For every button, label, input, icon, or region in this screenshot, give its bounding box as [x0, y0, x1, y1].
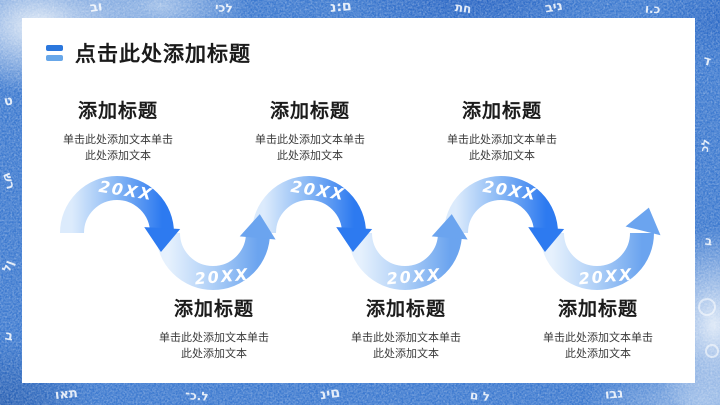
texture-glyph: נבו [604, 386, 624, 403]
texture-glyph: ט [2, 93, 15, 110]
stamp-ring-decoration [705, 344, 719, 358]
texture-glyph: לכי [214, 0, 234, 16]
timeline-arc-6[interactable] [540, 203, 666, 290]
item-body[interactable]: 单击此处添加文本单击 此处添加文本 [447, 133, 557, 162]
texture-glyph: ב [3, 328, 15, 345]
texture-glyph: ל ם [469, 388, 491, 404]
item-heading[interactable]: 添加标题 [269, 100, 350, 122]
slide-canvas: 点击此处添加标题 添加标题 单击此处添加文本单击 此处添加文本 添加标题 单击此… [22, 18, 695, 383]
bullet-bar-bottom [46, 55, 63, 61]
item-heading[interactable]: 添加标题 [77, 100, 158, 122]
timeline-item-6-text[interactable]: 添加标题 单击此处添加文本单击 此处添加文本 [508, 294, 688, 362]
timeline-item-5-text[interactable]: 添加标题 单击此处添加文本单击 此处添加文本 [412, 96, 592, 164]
item-heading[interactable]: 添加标题 [365, 298, 446, 320]
timeline-item-2-text[interactable]: 添加标题 单击此处添加文本单击 此处添加文本 [124, 294, 304, 362]
item-body[interactable]: 单击此处添加文本单击 此处添加文本 [255, 133, 365, 162]
year-label[interactable]: 20XX [386, 265, 442, 289]
texture-glyph: ןל [0, 258, 17, 274]
year-label[interactable]: 20XX [578, 265, 634, 289]
two-bars-bullet-icon [46, 45, 63, 61]
timeline-arc-4[interactable] [348, 213, 470, 290]
texture-glyph: כ.ו [644, 1, 661, 17]
slide-title-placeholder[interactable]: 点击此处添加标题 [75, 42, 251, 66]
item-body[interactable]: 单击此处添加文本单击 此处添加文本 [159, 331, 269, 360]
texture-glyph: תאו [54, 385, 79, 404]
bullet-bar-top [46, 45, 63, 51]
texture-glyph: וב [89, 0, 104, 16]
item-heading[interactable]: 添加标题 [461, 100, 542, 122]
timeline-arc-5[interactable] [444, 176, 565, 253]
texture-glyph: םינ [318, 384, 342, 404]
timeline-arc-1[interactable] [60, 176, 181, 253]
texture-glyph: ד [701, 53, 713, 70]
texture-glyph: ם:נ [329, 0, 353, 16]
item-body[interactable]: 单击此处添加文本单击 此处添加文本 [543, 331, 653, 360]
year-label[interactable]: 20XX [194, 265, 250, 289]
timeline-item-4-text[interactable]: 添加标题 单击此处添加文本单击 此处添加文本 [316, 294, 496, 362]
texture-glyph: ל.כ־ [184, 388, 210, 404]
stamp-ring-decoration [698, 298, 716, 316]
timeline-item-3-text[interactable]: 添加标题 单击此处添加文本单击 此处添加文本 [220, 96, 400, 164]
timeline-wave-graphic: 20XX 20XX 20XX 20XX 20XX 20XX [60, 176, 666, 290]
timeline-arc-3[interactable] [252, 176, 373, 253]
item-body[interactable]: 单击此处添加文本单击 此处添加文本 [351, 331, 461, 360]
item-heading[interactable]: 添加标题 [173, 298, 254, 320]
texture-glyph: ב [704, 233, 714, 249]
timeline-arc-2[interactable] [156, 213, 278, 290]
texture-glyph: חת [454, 0, 473, 17]
item-heading[interactable]: 添加标题 [557, 298, 638, 320]
slide-title-row: 点击此处添加标题 [46, 38, 251, 68]
texture-glyph: רש [0, 171, 19, 191]
texture-glyph: לכ [697, 138, 713, 153]
timeline-item-1-text[interactable]: 添加标题 单击此处添加文本单击 此处添加文本 [28, 96, 208, 164]
item-body[interactable]: 单击此处添加文本单击 此处添加文本 [63, 133, 173, 162]
texture-glyph: ניב [543, 0, 564, 17]
